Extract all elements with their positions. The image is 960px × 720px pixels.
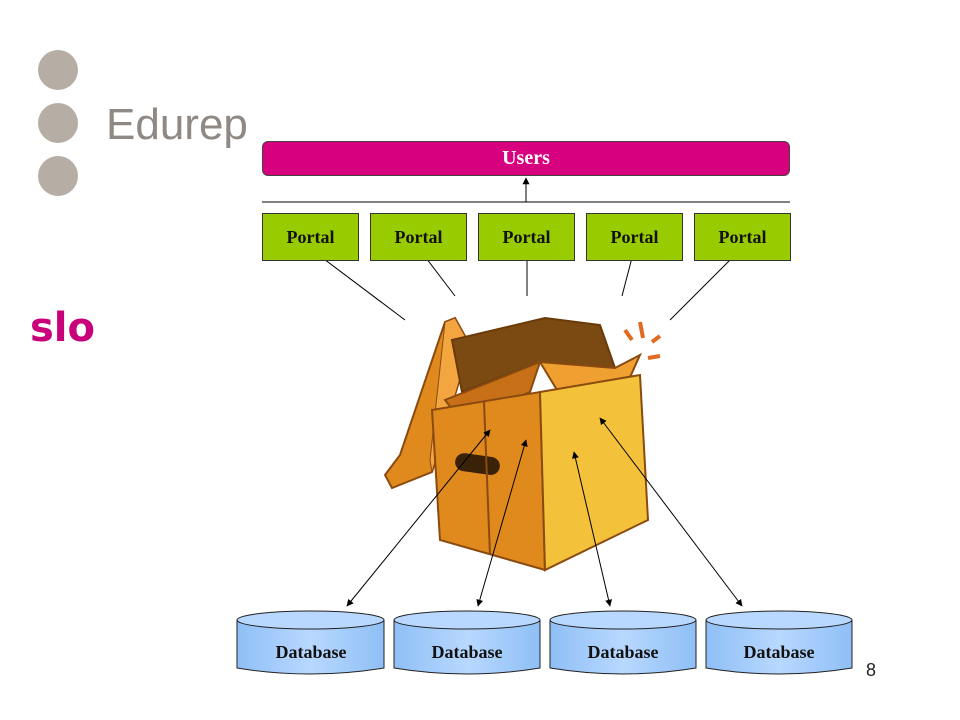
bullet-dot-3	[38, 156, 78, 196]
database-cylinder-4	[705, 610, 853, 675]
database-cylinder-3	[549, 610, 697, 675]
page-number: 8	[866, 660, 877, 680]
database-label-3: Database	[587, 642, 659, 662]
users-connector	[262, 177, 790, 203]
database-label-4: Database	[743, 642, 815, 662]
bullet-dot-2	[38, 103, 78, 143]
portal-node-1: Portal	[262, 213, 359, 261]
slide-title: Edurep	[106, 100, 248, 149]
slo-logo: slo	[30, 305, 95, 351]
arrow-db-4	[599, 417, 743, 607]
portal-node-4: Portal	[586, 213, 683, 261]
arrow-to-portal-5	[669, 249, 741, 321]
portal-node-3: Portal	[478, 213, 575, 261]
arrow-db-2	[476, 439, 528, 607]
arrow-to-portal-1	[311, 249, 406, 321]
box-to-database-arrows	[346, 417, 743, 607]
database-cylinder-2	[393, 610, 541, 675]
database-label-1: Database	[275, 642, 347, 662]
arrow-db-1	[346, 429, 491, 607]
users-node: Users	[262, 141, 790, 176]
database-cylinder-1	[236, 610, 385, 675]
portal-node-2: Portal	[370, 213, 467, 261]
bullet-dot-1	[38, 50, 78, 90]
database-label-2: Database	[431, 642, 503, 662]
box-icon	[383, 316, 662, 572]
database-cylinders	[236, 610, 853, 675]
portal-node-5: Portal	[694, 213, 791, 261]
